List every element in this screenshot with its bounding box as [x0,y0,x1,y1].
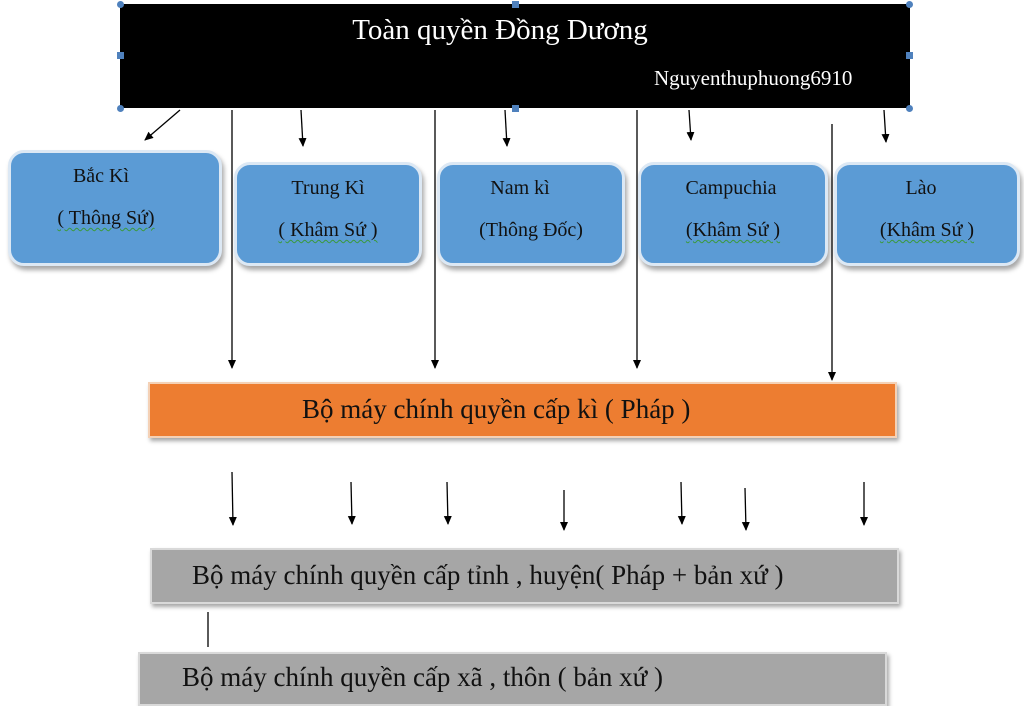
region-box-lao[interactable]: Lào (Khâm Sứ ) [834,162,1020,266]
region-name: Lào [905,177,937,199]
region-role: ( Thông Sứ) [57,207,155,229]
region-name: Bắc Kì [72,165,130,187]
arrow-to-nam-ki [502,109,511,147]
arrow-to-campuchia [686,109,695,141]
level-ky-box[interactable]: Bộ máy chính quyền cấp kì ( Pháp ) [148,382,897,438]
level-xa-box[interactable]: Bộ máy chính quyền cấp xã , thôn ( bản x… [138,652,887,706]
level-tinh-label: Bộ máy chính quyền cấp tỉnh , huyện( Phá… [192,560,784,590]
resize-handle-bottom-left[interactable] [117,105,124,112]
arrow-ky-tinh-1 [228,471,237,526]
level-ky-label: Bộ máy chính quyền cấp kì ( Pháp ) [302,394,691,424]
arrow-to-trung-ki [298,109,307,147]
resize-handle-top-right[interactable] [906,1,913,8]
region-box-campuchia[interactable]: Campuchia (Khâm Sứ ) [638,162,828,266]
arrow-ky-tinh-2 [347,481,356,525]
region-box-nam-ki[interactable]: Nam kì (Thông Đốc) [437,162,625,266]
region-name: Campuchia [685,177,777,199]
region-box-bac-ki[interactable]: Bắc Kì ( Thông Sứ) [8,150,222,266]
level-tinh-box[interactable]: Bộ máy chính quyền cấp tỉnh , huyện( Phá… [150,548,899,604]
region-role: ( Khâm Sứ ) [278,219,378,241]
resize-handle-mid-right[interactable] [906,52,913,59]
region-role: (Thông Đốc) [479,219,583,241]
level-xa-label: Bộ máy chính quyền cấp xã , thôn ( bản x… [182,662,664,692]
region-role: (Khâm Sứ ) [685,219,781,241]
region-box-trung-ki[interactable]: Trung Kì ( Khâm Sứ ) [234,162,422,266]
governor-general-title: Toàn quyền Đồng Dương [352,14,648,46]
region-role: (Khâm Sứ ) [879,219,975,241]
arrow-to-bac-ki [144,109,181,141]
resize-handle-top-mid[interactable] [512,1,519,8]
arrow-ky-tinh-3 [443,481,452,525]
resize-handle-bottom-mid[interactable] [512,105,519,112]
resize-handle-mid-left[interactable] [117,52,124,59]
author-label: Nguyenthuphuong6910 [654,66,853,90]
arrow-ky-tinh-6 [741,487,750,531]
resize-handle-bottom-right[interactable] [906,105,913,112]
arrow-ky-tinh-5 [677,481,686,525]
arrow-to-lao [881,109,890,143]
region-name: Nam kì [490,177,550,199]
resize-handle-top-left[interactable] [117,1,124,8]
region-name: Trung Kì [291,177,365,199]
governor-general-box[interactable] [120,4,910,108]
